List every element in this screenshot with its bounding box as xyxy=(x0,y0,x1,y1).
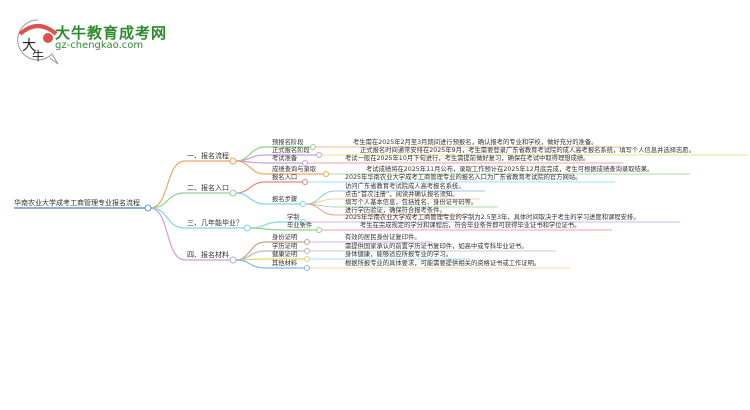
root-node-dot xyxy=(144,204,152,212)
leaf-text: 需提供国家承认的前置学历证书复印件，如高中或专科毕业证书。 xyxy=(345,243,528,250)
leaf-text: 根据所报专业的具体要求，可能需要提供相关的资格证书或工作证明。 xyxy=(345,260,541,267)
branch-registration-entry[interactable]: 二、报名入口 xyxy=(187,184,229,192)
branch-registration-process[interactable]: 一、报名流程 xyxy=(187,152,229,160)
step-item: 进行学历验证，确保符合报考条件。 xyxy=(345,207,446,214)
node-graduation-conditions[interactable]: 毕业条件 xyxy=(287,222,313,229)
leaf-text: 身体健康，能够适应所报专业的学习。 xyxy=(345,251,453,258)
node-score-admission[interactable]: 成绩查询与录取 xyxy=(272,166,317,173)
step-item: 填写个人基本信息，包括姓名、身份证号码等。 xyxy=(345,199,478,206)
leaf-text: 考生在完成规定的学分和课程后，符合毕业条件即可获得毕业证书和学位证书。 xyxy=(360,222,581,229)
logo-mark-icon: 大 牛 xyxy=(17,19,59,65)
node-duration[interactable]: 学制 xyxy=(287,214,300,221)
step-item: 点击“首次注册”，阅读并确认报名须知。 xyxy=(345,191,459,198)
leaf-text: 考生需在2025年2月至3月期间进行预报名，确认报考的专业和学校，做好充分的准备… xyxy=(353,139,598,146)
node-steps[interactable]: 报名步骤 xyxy=(272,196,298,203)
svg-text:牛: 牛 xyxy=(32,48,44,63)
root-node[interactable]: 华南农业大学成考工商管理专业报名流程 xyxy=(14,199,140,207)
node-health-proof[interactable]: 健康证明 xyxy=(272,251,298,258)
node-other-materials[interactable]: 其他材料 xyxy=(272,260,298,267)
node-exam-prep[interactable]: 考试准备 xyxy=(272,155,298,162)
leaf-text: 2025年华南农业大学成考工商管理专业的报名入口为广东省教育考试院的官方网站。 xyxy=(345,174,582,181)
logo-title: 大牛教育成考网 xyxy=(55,24,168,42)
svg-text:大: 大 xyxy=(22,38,36,54)
leaf-text: 正式报名时间通常安排在2025年9月，考生需要登录广东省教育考试院的成人高考报名… xyxy=(360,147,695,154)
branch-registration-materials[interactable]: 四、报名材料 xyxy=(187,251,229,259)
logo-url: gz-chengkao.com xyxy=(55,40,144,51)
node-education-proof[interactable]: 学历证明 xyxy=(272,243,298,250)
leaf-text: 2025年华南农业大学成考工商管理专业的学制为2.5至3年，具体时间取决于考生的… xyxy=(345,214,640,221)
node-formal-registration[interactable]: 正式报名阶段 xyxy=(272,147,310,154)
branch-graduation-years[interactable]: 三、几年能毕业？ xyxy=(187,219,243,227)
node-pre-registration[interactable]: 预报名阶段 xyxy=(272,139,304,146)
leaf-text: 考试成绩将在2025年11月公布，录取工作预计在2025年12月底完成，考生可根… xyxy=(366,166,654,173)
node-entry[interactable]: 报名入口 xyxy=(272,174,298,181)
node-id-proof[interactable]: 身份证明 xyxy=(272,234,298,241)
leaf-text: 考试一般在2025年10月下旬进行，考生需提前做好复习，确保在考试中取得理想成绩… xyxy=(345,155,590,162)
step-item: 访问广东省教育考试院成人高考报名系统。 xyxy=(345,183,465,190)
leaf-text: 有效的居民身份证复印件。 xyxy=(345,234,421,241)
